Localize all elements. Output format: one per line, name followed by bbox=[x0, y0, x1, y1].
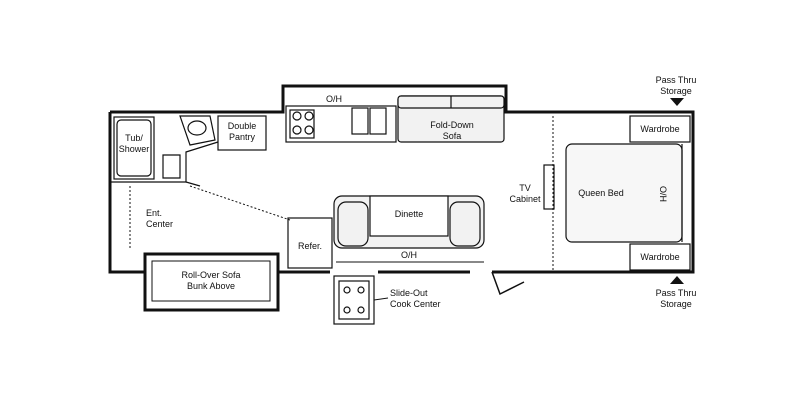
bedroom-oh-label: O/H bbox=[658, 186, 668, 203]
slide-out-cook-label-line1: Slide-Out bbox=[390, 288, 428, 298]
refrigerator bbox=[287, 217, 333, 269]
pass-thru-top-label-line2: Storage bbox=[660, 86, 692, 96]
tv-cabinet-label-line2: Cabinet bbox=[509, 194, 541, 204]
double-pantry-label-line2: Pantry bbox=[228, 132, 255, 142]
double-pantry-label: Double Pantry bbox=[218, 121, 266, 143]
bathroom bbox=[110, 115, 219, 187]
double-pantry-label-line1: Double bbox=[227, 121, 257, 131]
roll-over-sofa-slide bbox=[143, 252, 280, 312]
pass-thru-top-label: Pass Thru Storage bbox=[640, 75, 712, 97]
wardrobe-bottom-label: Wardrobe bbox=[640, 252, 680, 262]
tub-shower-label-line1: Tub/ bbox=[125, 133, 143, 143]
roll-over-sofa-label: Roll-Over Sofa Bunk Above bbox=[152, 270, 270, 292]
pass-thru-top-label-line1: Pass Thru bbox=[655, 75, 697, 85]
pass-thru-arrow-bottom bbox=[670, 276, 684, 284]
pass-thru-bottom-label: Pass Thru Storage bbox=[640, 288, 712, 310]
kitchen-oh-label: O/H bbox=[326, 94, 343, 104]
dinette-oh-label: O/H bbox=[400, 250, 417, 260]
slide-out-cook-label: Slide-Out Cook Center bbox=[390, 288, 441, 310]
queen-bed-label: Queen Bed bbox=[578, 188, 624, 198]
fold-down-sofa-label-line2: Sofa bbox=[442, 131, 462, 141]
double-pantry bbox=[217, 115, 267, 151]
tub-shower-label: Tub/ Shower bbox=[113, 133, 155, 155]
ent-center-label: Ent. Center bbox=[146, 208, 173, 230]
tub-shower-label-line2: Shower bbox=[118, 144, 150, 154]
roll-over-sofa-label-line2: Bunk Above bbox=[186, 281, 236, 291]
dinette-label: Dinette bbox=[394, 209, 424, 219]
tv-cabinet-label-line1: TV bbox=[519, 183, 531, 193]
exterior-walls bbox=[108, 84, 695, 274]
ent-center-label-line2: Center bbox=[146, 219, 174, 229]
slide-wall bbox=[189, 185, 291, 221]
kitchen-counter bbox=[285, 105, 397, 143]
tv-cabinet-label: TV Cabinet bbox=[504, 183, 546, 205]
roll-over-sofa-label-line1: Roll-Over Sofa bbox=[181, 270, 241, 280]
slide-out-cook-label-line2: Cook Center bbox=[390, 299, 441, 309]
tv-cabinet bbox=[543, 164, 555, 210]
fold-down-sofa bbox=[397, 95, 505, 143]
dinette bbox=[333, 195, 485, 249]
fold-down-sofa-label: Fold-Down Sofa bbox=[400, 120, 504, 142]
cook-center bbox=[333, 275, 375, 325]
pass-thru-bottom-label-line2: Storage bbox=[660, 299, 692, 309]
entry-door bbox=[491, 271, 525, 296]
bedroom bbox=[565, 115, 691, 271]
refer-label: Refer. bbox=[297, 241, 322, 251]
fold-down-sofa-label-line1: Fold-Down bbox=[430, 120, 474, 130]
wardrobe-top-label: Wardrobe bbox=[640, 124, 680, 134]
pass-thru-arrow-top bbox=[670, 98, 684, 106]
ent-center-label-line1: Ent. bbox=[146, 208, 163, 218]
pass-thru-bottom-label-line1: Pass Thru bbox=[655, 288, 697, 298]
